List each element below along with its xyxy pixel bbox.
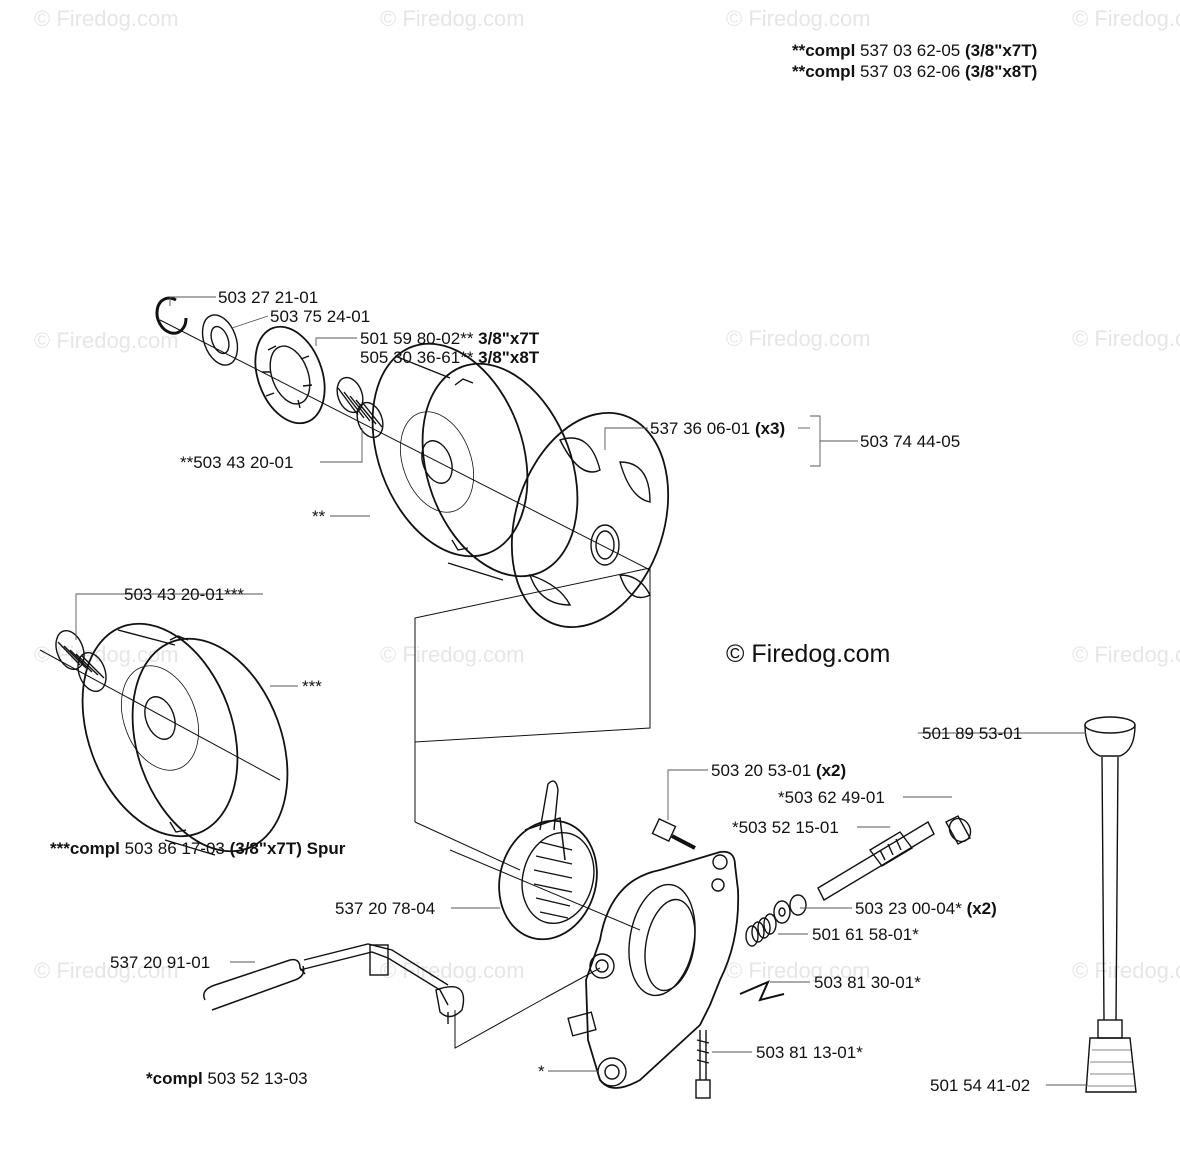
footer-note: ***compl 503 86 17-03 (3/8"x7T) Spur: [50, 840, 345, 858]
watermark: © Firedog.com: [726, 6, 871, 31]
watermark: © Firedog.com: [1072, 6, 1180, 31]
oil-pipe-part: [203, 943, 465, 1024]
watermark: © Firedog.com: [1072, 326, 1180, 351]
part-label: 501 61 58-01*: [812, 925, 919, 944]
note-number: 537 03 62-06: [860, 62, 961, 81]
lower-needle-bearing-part: [55, 629, 107, 693]
note-prefix: ***compl: [50, 839, 120, 858]
footer-note: *compl 503 52 13-03: [146, 1070, 308, 1088]
copyright-text: © Firedog.com: [726, 640, 891, 668]
sprocket-rim-part: [254, 325, 326, 425]
pump-plunger-part: [817, 821, 935, 901]
watermark: © Firedog.com: [380, 958, 525, 983]
part-label: *503 52 15-01: [732, 818, 839, 837]
note-prefix: **compl: [792, 41, 856, 60]
worm-gear-part: [498, 780, 598, 941]
watermark: © Firedog.com: [726, 326, 871, 351]
watermark: © Firedog.com: [726, 958, 871, 983]
spring-part: [745, 913, 777, 947]
note-number: 537 03 62-05: [860, 41, 961, 60]
part-label: 537 20 78-04: [335, 899, 436, 918]
watermark: © Firedog.com: [380, 642, 525, 667]
clutch-drum-part: [371, 342, 579, 581]
part-label: 503 23 00-04* (x2): [855, 899, 997, 918]
header-note: **compl 537 03 62-06 (3/8"x8T): [792, 63, 1037, 81]
oil-pump-housing-part: [567, 850, 740, 1089]
part-label: 501 89 53-01: [922, 724, 1023, 743]
part-label: 503 75 24-01: [270, 307, 371, 326]
part-label: 503 27 21-01: [218, 288, 319, 307]
washer-small-part: [773, 894, 807, 924]
watermark: © Firedog.com: [34, 6, 179, 31]
note-number: 503 52 13-03: [207, 1069, 308, 1088]
part-label: 503 20 53-01 (x2): [711, 761, 847, 780]
note-prefix: **compl: [792, 62, 856, 81]
watermark: © Firedog.com: [34, 958, 179, 983]
adjusting-screw-part: [695, 1030, 711, 1099]
part-label: *503 62 49-01: [778, 788, 885, 807]
part-label: 537 20 91-01: [110, 953, 211, 972]
watermark: © Firedog.com: [1072, 642, 1180, 667]
part-label: 503 81 13-01*: [756, 1043, 863, 1062]
note-suffix: (3/8"x7T) Spur: [229, 839, 346, 858]
part-label: 503 74 44-05: [860, 432, 961, 451]
lower-clutch-drum-part: [81, 622, 289, 856]
part-label: **503 43 20-01: [180, 453, 294, 472]
part-label: 537 36 06-01 (x3): [650, 419, 786, 438]
part-label: *: [538, 1062, 545, 1081]
watermark: © Firedog.com: [1072, 958, 1180, 983]
part-label: 503 81 30-01*: [814, 973, 921, 992]
bolt-part: [651, 818, 696, 850]
note-prefix: *compl: [146, 1069, 203, 1088]
part-label: 505 30 36-61** 3/8"x8T: [360, 348, 540, 367]
strainer-tube-part: [1084, 716, 1137, 1093]
note-number: 503 86 17-03: [124, 839, 225, 858]
watermark: © Firedog.com: [34, 328, 179, 353]
plug-part: [945, 815, 972, 845]
header-note: **compl 537 03 62-05 (3/8"x7T): [792, 42, 1037, 60]
part-label: 501 59 80-02** 3/8"x7T: [360, 329, 540, 348]
part-label: **: [312, 507, 326, 526]
note-suffix: (3/8"x8T): [964, 62, 1038, 81]
valve-part: [739, 980, 785, 1002]
circlip-part: [155, 296, 188, 335]
clutch-shoe-part: [510, 412, 670, 628]
washer-part: [201, 314, 239, 366]
part-label: 503 43 20-01***: [124, 585, 245, 604]
part-label: 501 54 41-02: [930, 1076, 1031, 1095]
watermark: © Firedog.com: [380, 6, 525, 31]
note-suffix: (3/8"x7T): [964, 41, 1038, 60]
part-label: ***: [302, 677, 322, 696]
